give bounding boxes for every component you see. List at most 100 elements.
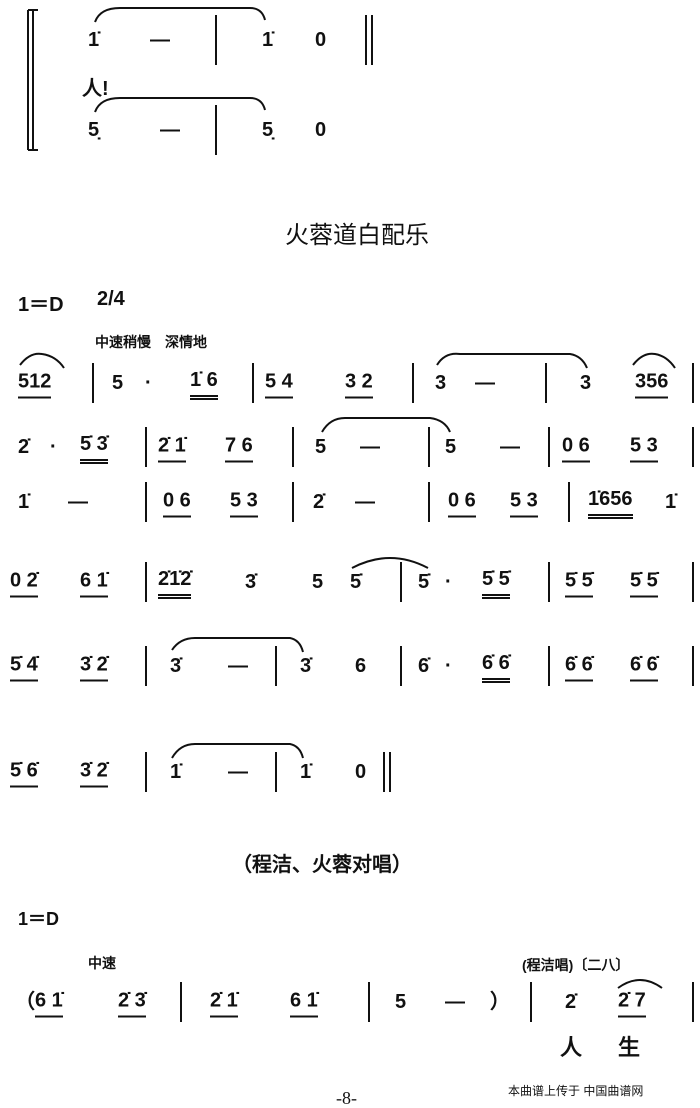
section-subtitle: （程洁、火蓉对唱） <box>232 854 412 876</box>
barline <box>275 752 277 792</box>
barline <box>400 562 402 602</box>
note-group: 512 <box>18 368 52 399</box>
note-group: — <box>68 491 88 513</box>
note-group: 3 <box>435 372 447 394</box>
note-group: 2̇ 1̇ <box>158 432 186 463</box>
note-group: 1̇ <box>170 761 182 783</box>
note-group: 5 3 <box>630 432 658 463</box>
slur <box>351 557 429 569</box>
note-group: 1̇ 6 <box>190 366 218 400</box>
note-group: 2̇ <box>18 436 30 458</box>
note-group: 1̇ <box>18 491 30 513</box>
barline <box>692 982 694 1022</box>
note-group: — <box>160 119 180 141</box>
barline <box>428 482 430 522</box>
note-group: 2̇ <box>313 491 325 513</box>
note-group: 0 <box>315 119 327 141</box>
slur <box>321 417 451 433</box>
note-group: — <box>445 991 465 1013</box>
note-group: 5 <box>395 991 407 1013</box>
final-barline <box>383 752 385 792</box>
note-group: 5 3 <box>510 487 538 518</box>
note-group: 5 4 <box>265 368 293 399</box>
note-group: 5̣ <box>88 119 100 141</box>
note-group: 3̇ 2̇ <box>80 757 108 788</box>
barline <box>145 562 147 602</box>
note-group: 1̇ <box>300 761 312 783</box>
barline <box>145 752 147 792</box>
note-group: 5 <box>315 436 327 458</box>
lyric: 人 <box>560 1035 583 1060</box>
barline <box>215 105 217 155</box>
note-group: 356 <box>635 368 669 399</box>
slur <box>94 7 266 23</box>
note-group: — <box>228 761 248 783</box>
note-group: 1̇656 <box>588 485 633 519</box>
barline <box>292 427 294 467</box>
barline <box>692 427 694 467</box>
note-group: — <box>150 29 170 51</box>
barline <box>548 427 550 467</box>
note-group: · <box>445 571 452 593</box>
tempo-marking-2: 中速 <box>88 955 116 971</box>
note-group: — <box>475 372 495 394</box>
note-group: 6̇ 6̇ <box>482 649 510 683</box>
barline <box>215 15 217 65</box>
note-group: 2̇1̇2̇ <box>158 565 192 599</box>
final-barline <box>371 15 373 65</box>
watermark: 本曲谱上传于 中国曲谱网 <box>508 1084 644 1098</box>
barline <box>412 363 414 403</box>
barline <box>568 482 570 522</box>
note-group: 5 3 <box>230 487 258 518</box>
note-group: 0 6 <box>163 487 191 518</box>
barline <box>692 646 694 686</box>
note-group: 3̇ <box>300 655 312 677</box>
barline <box>548 562 550 602</box>
note-group: 2̇ 1̇ <box>210 987 238 1018</box>
note-group: 2̇ 3̇ <box>118 987 146 1018</box>
barline <box>145 482 147 522</box>
barline <box>145 646 147 686</box>
key-signature-2: 1＝D <box>18 909 60 929</box>
tempo-marking: 中速稍慢 深情地 <box>95 334 207 350</box>
note-group: · <box>145 372 152 394</box>
lyric: 生 <box>618 1035 641 1060</box>
system-bracket <box>27 9 38 151</box>
barline <box>530 982 532 1022</box>
final-barline <box>389 752 391 792</box>
note-group: 5̇ 5̇ <box>630 567 658 598</box>
barline <box>545 363 547 403</box>
slur <box>171 637 304 653</box>
note-group: 2̇ 7 <box>618 987 646 1018</box>
barline <box>275 646 277 686</box>
note-group: 1̇ <box>262 29 274 51</box>
note-group: 6 <box>355 655 367 677</box>
note-group: 0 6 <box>562 432 590 463</box>
page-number: -8- <box>336 1088 357 1108</box>
note-group: 5̇ 5̇ <box>565 567 593 598</box>
note-group: — <box>360 436 380 458</box>
note-group: 5 <box>312 571 324 593</box>
note-group: 0 <box>315 29 327 51</box>
barline <box>292 482 294 522</box>
note-group: 5̇ 6̇ <box>10 757 38 788</box>
note-group: 3̇ <box>170 655 182 677</box>
barline <box>428 427 430 467</box>
barline <box>252 363 254 403</box>
barline <box>400 646 402 686</box>
note-group: · <box>445 655 452 677</box>
note-group: 5̇ 3̇ <box>80 430 108 464</box>
note-group: 3̇ 2̇ <box>80 651 108 682</box>
barline <box>692 363 694 403</box>
note-group: — <box>228 655 248 677</box>
note-group: — <box>500 436 520 458</box>
slur <box>171 743 304 759</box>
piece-title: 火蓉道白配乐 <box>285 222 429 249</box>
barline <box>692 562 694 602</box>
key-signature: 1＝D <box>18 294 64 316</box>
final-barline <box>365 15 367 65</box>
note-group: 6 1̇ <box>290 987 318 1018</box>
note-group: 3̇ <box>245 571 257 593</box>
note-group: （ <box>15 991 35 1013</box>
intro-lyric: 人! <box>82 78 109 100</box>
